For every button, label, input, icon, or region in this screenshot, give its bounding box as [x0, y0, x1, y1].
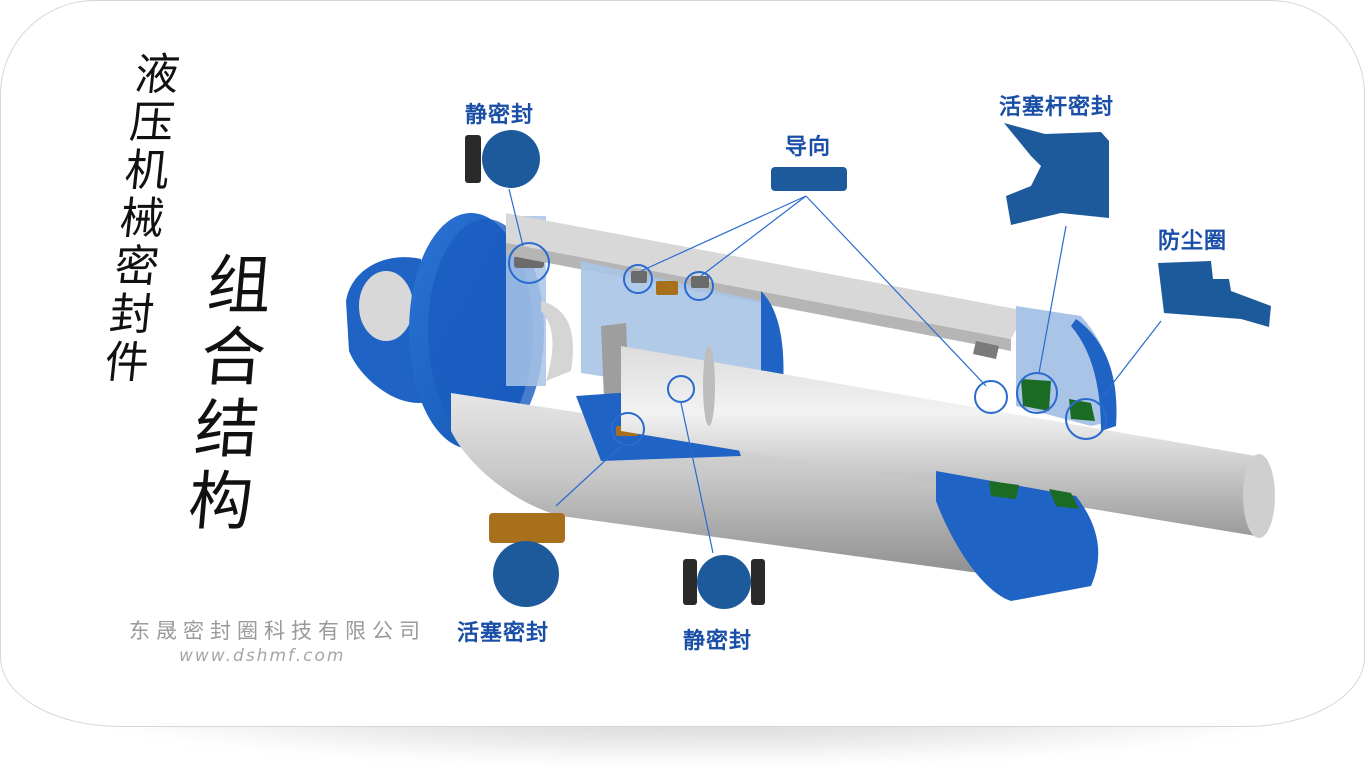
label-guide: 导向 — [785, 134, 832, 160]
rod-seal-profile-icon — [1004, 123, 1109, 225]
label-piston-seal: 活塞密封 — [457, 620, 550, 646]
seal-highlight-circles — [508, 242, 1107, 446]
label-static-seal-top: 静密封 — [465, 102, 535, 128]
company-website: www.dshmf.com — [179, 646, 346, 666]
piston-rod — [621, 346, 1275, 538]
front-gland — [936, 306, 1117, 601]
rear-end-cap — [346, 213, 573, 449]
static-seal-bottom-icon — [683, 555, 765, 609]
piston-seal-icon — [489, 513, 565, 607]
callout-leader-lines — [508, 188, 1162, 554]
company-name: 东晟密封圈科技有限公司 — [129, 619, 426, 643]
guide-ring-icon — [771, 167, 847, 191]
label-dust-ring: 防尘圈 — [1158, 228, 1228, 254]
hydraulic-cylinder-illustration — [346, 123, 1275, 609]
static-seal-top-icon — [465, 130, 540, 188]
dust-ring-profile-icon — [1158, 261, 1271, 327]
diagram-card: 液压机械密封件 组合结构 东晟密封圈科技有限公司 www.dshmf.com — [0, 0, 1365, 727]
label-rod-seal: 活塞杆密封 — [999, 94, 1115, 120]
label-static-seal-bottom: 静密封 — [683, 628, 753, 654]
